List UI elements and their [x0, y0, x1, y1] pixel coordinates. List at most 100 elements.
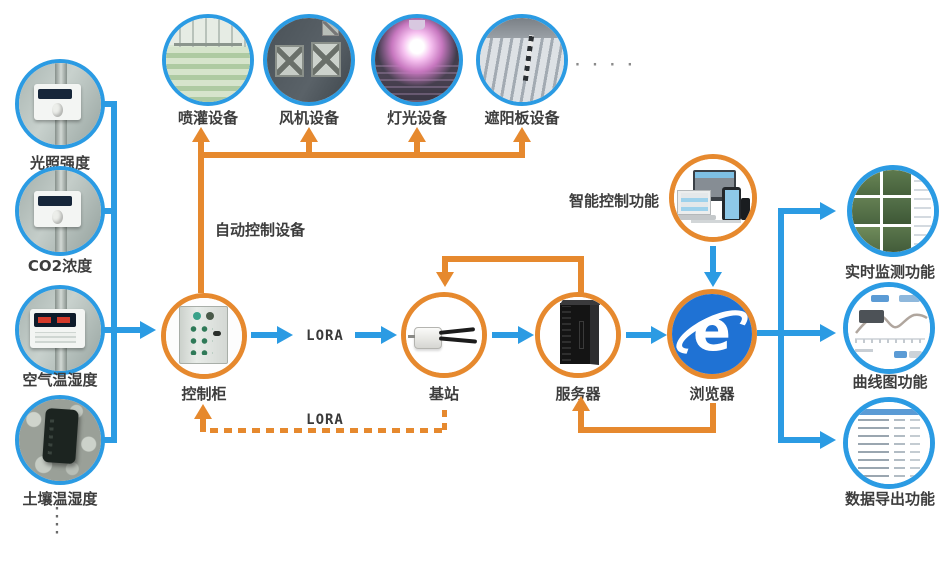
soil-sensor-stub-line	[95, 437, 117, 443]
fan-device-label: 风机设备	[278, 109, 339, 127]
table-column-lines	[857, 418, 889, 478]
browser-to-server-arrowhead	[572, 396, 590, 411]
roof-beam	[480, 18, 564, 39]
sensor-knob	[51, 210, 64, 225]
chart-axis	[854, 337, 926, 340]
cabinet-to-lora-shaft	[251, 332, 277, 338]
sprinkler-greenhouse-photo	[166, 18, 250, 102]
plant-thumb	[883, 198, 912, 224]
server-to-base-arrowhead	[436, 272, 454, 287]
base-station-label: 基站	[428, 385, 459, 403]
smart-to-browser-arrowhead	[704, 272, 722, 287]
monitoring-function-label: 实时监测功能	[844, 263, 935, 281]
chart-function-circle	[843, 282, 935, 374]
sensors-to-cabinet-shaft	[111, 327, 140, 333]
plant-thumb	[852, 226, 881, 252]
chart-button	[893, 350, 908, 358]
lora-downlink-label: LORA	[306, 412, 344, 428]
monitor-titlebar	[695, 172, 734, 178]
devices-cluster-icon	[674, 159, 752, 237]
server-tower-top	[559, 300, 602, 305]
tablet	[722, 187, 742, 222]
monitoring-function-circle	[847, 165, 939, 257]
lora-downlink-horizontal-dashed	[210, 428, 447, 433]
server-panel	[578, 321, 585, 349]
fan-device-circle	[263, 14, 355, 106]
axis-ticks	[854, 339, 926, 344]
branch-middle-shaft	[784, 330, 820, 336]
control-cabinet-photo	[166, 298, 242, 374]
branch-top-arrowhead	[820, 202, 836, 220]
antenna	[439, 327, 477, 335]
laptop-base	[674, 215, 717, 220]
led-indicator	[206, 311, 215, 320]
shade-device-circle	[476, 14, 568, 106]
branch-top-shaft	[784, 208, 820, 214]
bus-arrowhead-irrigation	[192, 127, 210, 142]
co2-sensor-photo	[19, 170, 101, 252]
monitoring-ui-thumbnail	[852, 170, 934, 252]
air-sensor-circle	[15, 285, 105, 375]
lora-to-base-shaft	[355, 332, 381, 338]
cable	[407, 335, 416, 338]
button-grid	[188, 322, 213, 356]
co2-sensor-circle	[15, 166, 105, 256]
camera-grid	[852, 170, 912, 252]
grow-light-photo	[375, 18, 459, 102]
export-function-label: 数据导出功能	[844, 490, 935, 508]
server-vents	[562, 305, 572, 362]
lora-gateway-photo	[406, 297, 482, 373]
control-cabinet-label: 控制柜	[181, 385, 227, 403]
irrigation-boom	[174, 43, 242, 47]
branch-bottom-shaft	[784, 437, 820, 443]
table-column-lines	[910, 418, 921, 478]
chart-ui-thumbnail	[848, 287, 930, 369]
sensors-to-cabinet-arrowhead	[140, 321, 156, 339]
desk-line	[691, 219, 742, 223]
server-tower-front	[559, 303, 591, 364]
exhaust-fan-photo	[267, 18, 351, 102]
smart-control-label: 智能控制功能	[568, 192, 659, 210]
shade-device-label: 遮阳板设备	[484, 109, 560, 127]
soil-sensor-label: 土壤温湿度	[22, 490, 98, 508]
irrigation-device-circle	[162, 14, 254, 106]
base-to-server-shaft	[492, 332, 518, 338]
bus-arrow-shaft-3	[414, 142, 420, 154]
air-sensor-photo	[19, 289, 101, 371]
shade-panel-photo	[480, 18, 564, 102]
seedling-rows	[166, 46, 250, 102]
lamp-fixture	[408, 19, 426, 30]
lora-downlink-arrowhead	[194, 404, 212, 419]
cabinet-to-lora-arrowhead	[277, 326, 293, 344]
fan-unit	[275, 44, 304, 77]
browser-to-server-rise	[578, 411, 584, 427]
bus-arrow-shaft-4	[519, 142, 525, 154]
bus-arrow-shaft-2	[306, 142, 312, 154]
soil-sensor-circle	[15, 395, 105, 485]
server-to-browser-shaft	[626, 332, 651, 338]
chart-button	[908, 350, 922, 358]
server-tower-side	[590, 303, 600, 365]
light-device-label: 灯光设备	[386, 109, 447, 127]
cabinet-box	[178, 306, 228, 365]
plant-thumb	[883, 170, 912, 196]
auto-control-label: 自动控制设备	[215, 221, 306, 239]
antenna	[439, 336, 478, 344]
fan-unit-small	[322, 21, 340, 37]
sensor-knob	[51, 103, 64, 118]
greenhouse-frame	[166, 18, 250, 47]
more-sensors-indicator: ····	[54, 502, 60, 541]
plant-thumb	[852, 170, 881, 196]
sensor-display	[34, 313, 77, 327]
tablet-screen	[724, 189, 739, 219]
bus-arrowhead-shade	[513, 127, 531, 142]
bus-arrowhead-light	[408, 127, 426, 142]
lora-uplink-label: LORA	[306, 328, 344, 344]
server-to-base-drop	[442, 256, 448, 272]
light-device-circle	[371, 14, 463, 106]
red-digits	[38, 317, 52, 323]
light-sensor-photo	[19, 63, 101, 145]
sidebar-lines	[914, 176, 931, 246]
browser-to-server-horizontal	[578, 427, 716, 433]
light-sensor-stub-line	[95, 101, 117, 107]
